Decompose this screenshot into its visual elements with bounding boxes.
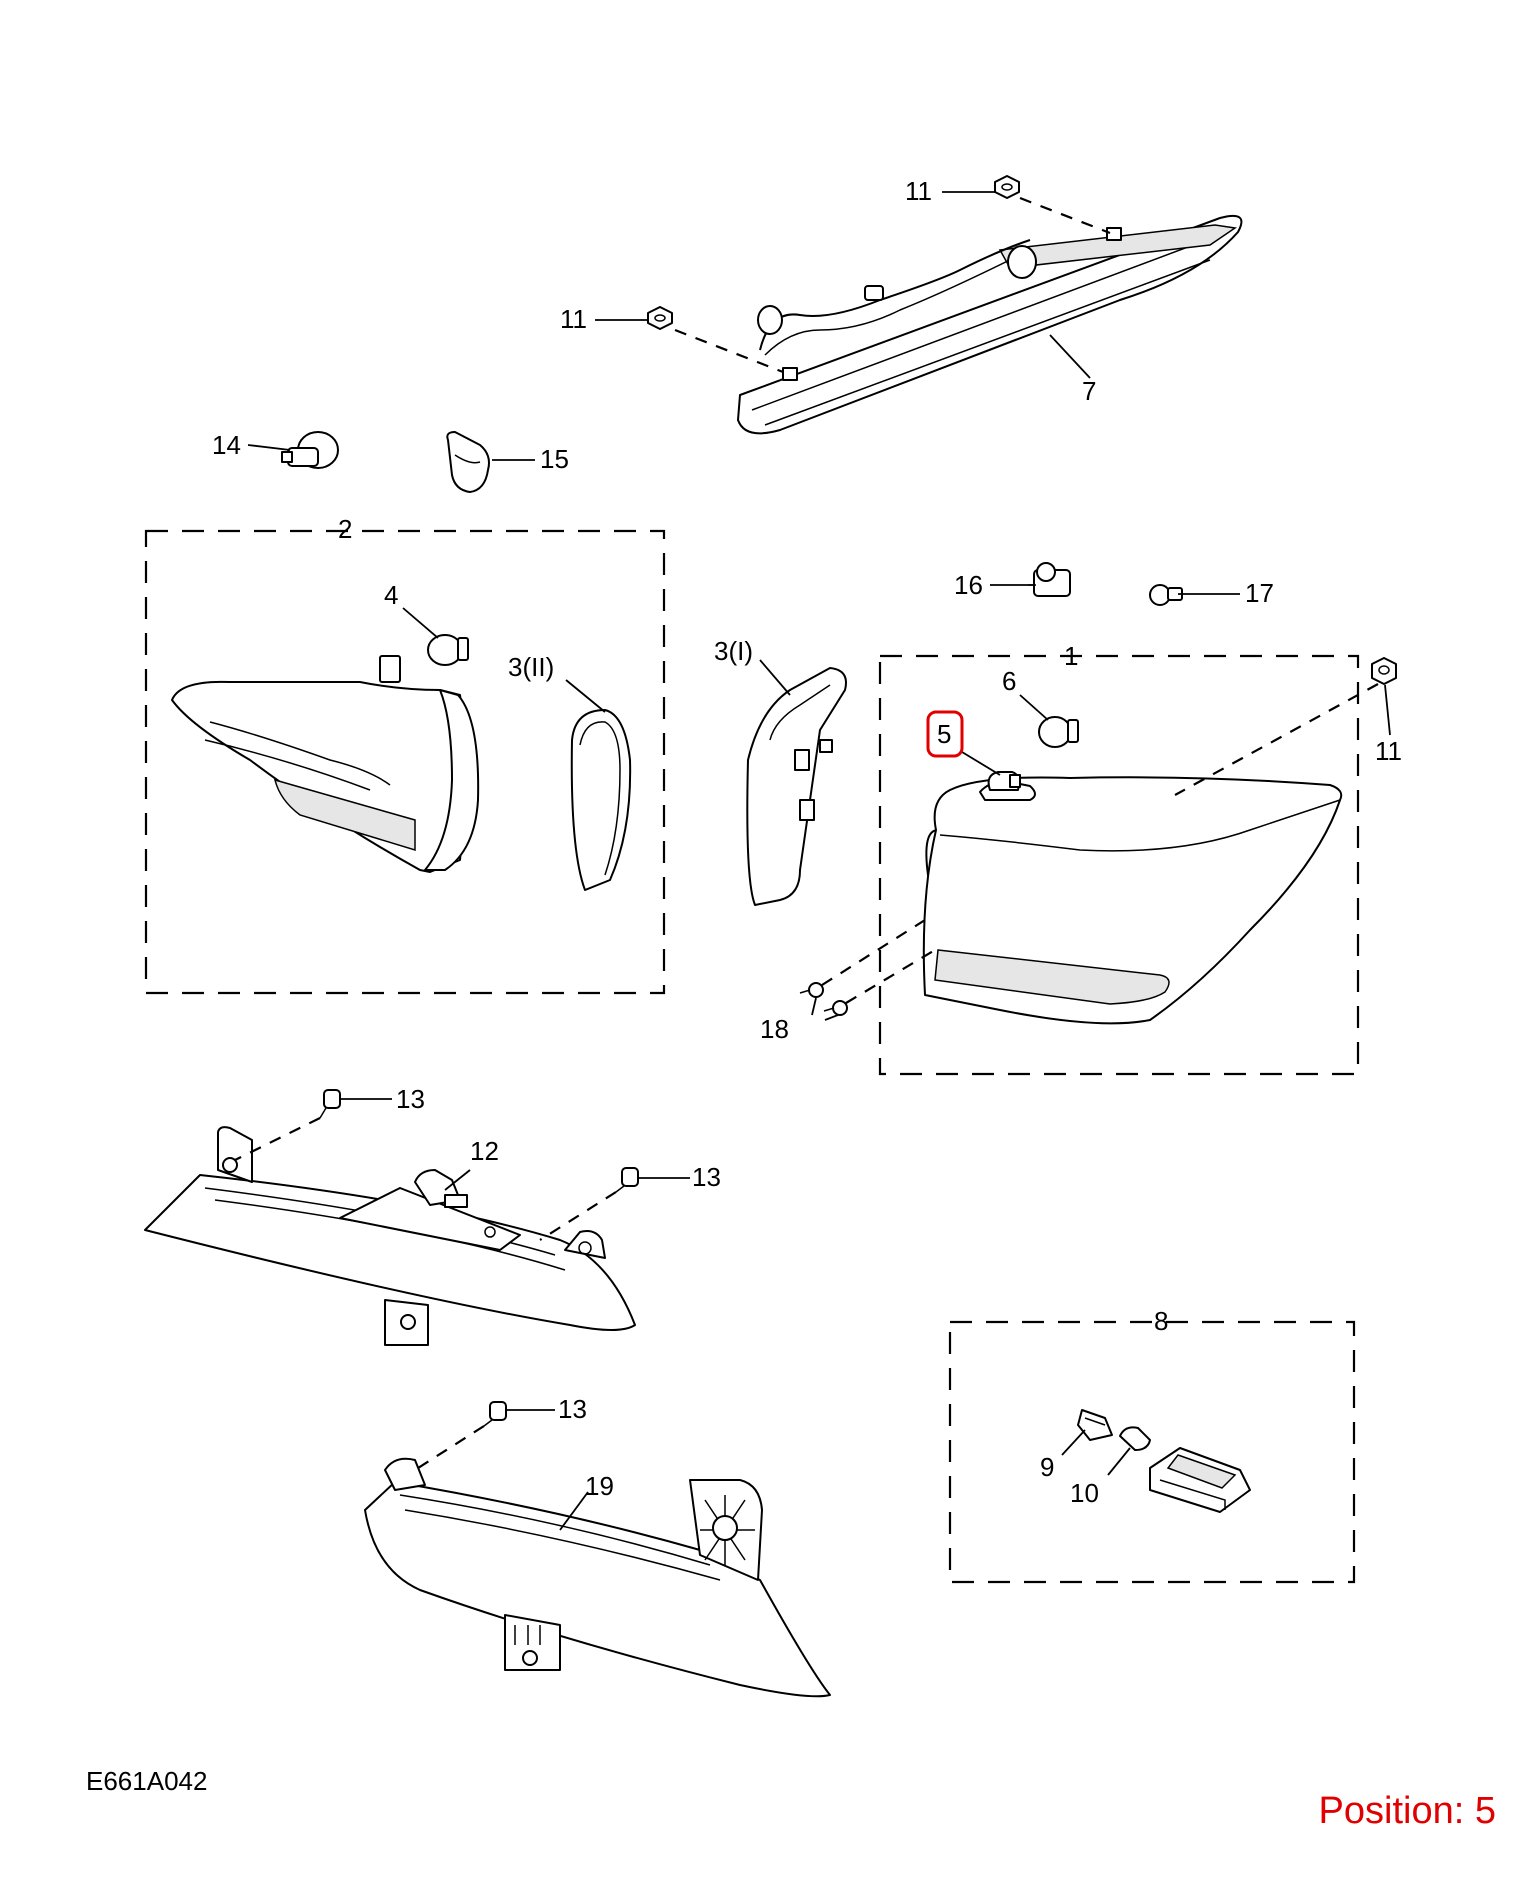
part-13-screw-c[interactable]	[483, 1401, 507, 1427]
callout-2[interactable]: 2	[338, 514, 352, 544]
part-9-bulb-holder[interactable]	[1077, 1409, 1113, 1441]
part-10-bulb[interactable]	[1119, 1426, 1151, 1451]
callout-19[interactable]: 19	[585, 1471, 614, 1501]
callout-8[interactable]: 8	[1154, 1306, 1168, 1336]
callout-9[interactable]: 9	[1040, 1452, 1054, 1482]
callout-11-left[interactable]: 11	[560, 304, 587, 334]
part-6-bulb[interactable]	[1038, 716, 1079, 748]
part-7-high-mount-lamp[interactable]	[737, 214, 1243, 435]
callout-12[interactable]: 12	[470, 1136, 499, 1166]
part-13-screw-a[interactable]	[319, 1089, 341, 1119]
callout-labels: 11 11 7 14 15 2 4 3(II) 3(I) 16 17 1 6 5…	[212, 176, 1402, 1508]
assembly-box-1	[878, 654, 1360, 1076]
callout-5[interactable]: 5	[937, 719, 951, 749]
diagram-code: E661A042	[86, 1766, 208, 1796]
callout-13-a[interactable]: 13	[396, 1084, 425, 1114]
assembly-box-2	[144, 529, 666, 995]
part-13-screw-b[interactable]	[615, 1167, 639, 1193]
part-18-screw-a[interactable]	[799, 982, 824, 998]
part-8-license-lamp[interactable]	[1149, 1447, 1251, 1513]
callout-6[interactable]: 6	[1002, 666, 1016, 696]
part-11-nut-a[interactable]	[994, 175, 1020, 199]
part-4-bulb[interactable]	[427, 634, 469, 666]
callout-10[interactable]: 10	[1070, 1478, 1099, 1508]
callout-11-right[interactable]: 11	[1375, 736, 1402, 766]
part-17-rivet[interactable]	[1149, 584, 1183, 606]
callout-18[interactable]: 18	[760, 1014, 789, 1044]
callout-3-ii[interactable]: 3(II)	[508, 652, 554, 682]
callout-4[interactable]: 4	[384, 580, 398, 610]
callout-14[interactable]: 14	[212, 430, 241, 460]
part-1-outer-tail-lamp[interactable]	[922, 776, 1343, 1025]
assembly-box-8	[948, 1320, 1356, 1584]
part-3-i-gasket[interactable]	[746, 667, 847, 906]
callout-16[interactable]: 16	[954, 570, 983, 600]
callout-7[interactable]: 7	[1082, 376, 1096, 406]
part-2-inner-lamp[interactable]	[171, 655, 480, 873]
callout-11-top[interactable]: 11	[905, 176, 932, 206]
part-11-nut-c[interactable]	[1371, 657, 1397, 685]
part-18-screw-b[interactable]	[823, 1000, 848, 1016]
part-12-rear-fog-lamp[interactable]	[144, 1126, 636, 1346]
callout-3-i[interactable]: 3(I)	[714, 636, 753, 666]
callout-15[interactable]: 15	[540, 444, 569, 474]
part-16-clip[interactable]	[1028, 562, 1071, 597]
callout-1[interactable]: 1	[1064, 641, 1078, 671]
callout-13-c[interactable]: 13	[558, 1394, 587, 1424]
part-14-bulb-holder[interactable]	[281, 431, 339, 469]
part-11-nut-b[interactable]	[647, 306, 673, 330]
part-5-bulb[interactable]	[987, 771, 1021, 791]
position-indicator: Position: 5	[1318, 1790, 1496, 1832]
callout-13-b[interactable]: 13	[692, 1162, 721, 1192]
position-highlight	[926, 710, 964, 758]
leader-lines	[247, 191, 1391, 1531]
callout-17[interactable]: 17	[1245, 578, 1274, 608]
part-19-reflector[interactable]	[364, 1457, 831, 1698]
part-3-ii-gasket[interactable]	[570, 709, 632, 891]
part-15-clip[interactable]	[446, 431, 490, 493]
